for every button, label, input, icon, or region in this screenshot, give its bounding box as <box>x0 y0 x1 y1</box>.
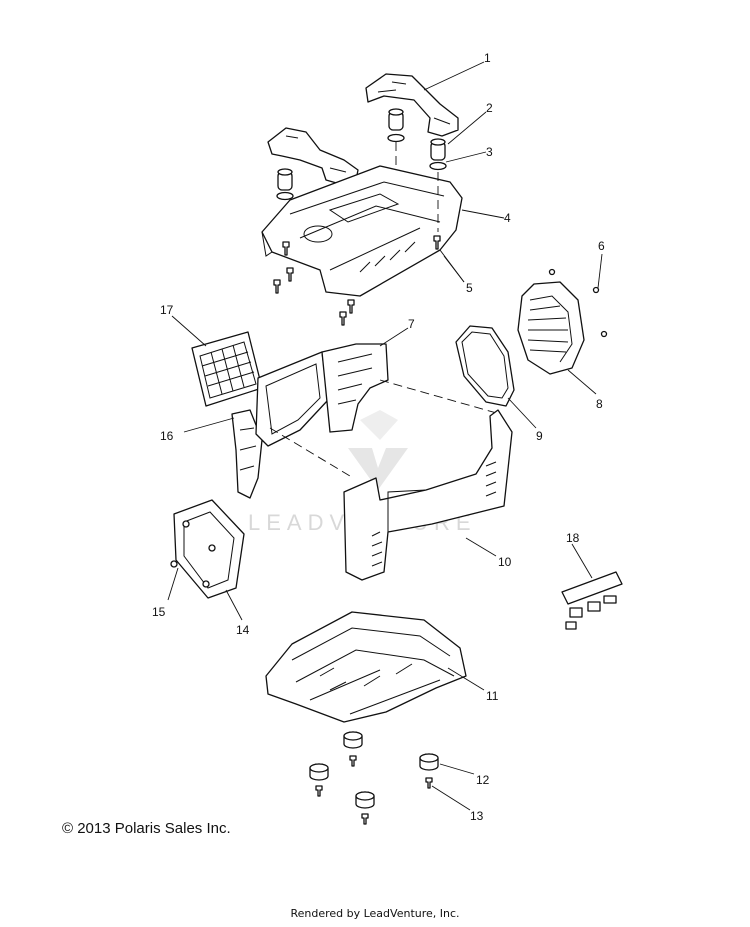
part-8-callout: 8 <box>596 397 603 411</box>
bolt-part-13 <box>315 755 433 825</box>
gasket-part-9 <box>455 325 515 407</box>
rubber-foot-part-12 <box>309 731 439 809</box>
part-2-callout: 2 <box>486 101 493 115</box>
part-4-callout: 4 <box>504 211 511 225</box>
side-panel-part-16 <box>231 351 329 499</box>
grab-handle-part-1 <box>267 73 459 185</box>
part-13-callout: 13 <box>470 809 484 823</box>
screw-part-5 <box>273 235 441 326</box>
callout-labels: 1 2 3 4 5 6 7 8 9 10 11 12 13 14 15 16 1… <box>152 51 605 823</box>
part-14-callout: 14 <box>236 623 250 637</box>
part-9-callout: 9 <box>536 429 543 443</box>
part-3-callout: 3 <box>486 145 493 159</box>
decal-set-part-18 <box>561 571 623 630</box>
spacer-part-2 <box>277 108 446 191</box>
top-cover-part-4 <box>261 165 463 297</box>
part-11-callout: 11 <box>486 689 499 703</box>
part-1-callout: 1 <box>484 51 491 65</box>
part-18-callout: 18 <box>566 531 580 545</box>
base-tray-part-11 <box>265 611 467 723</box>
vent-cover-part-8 <box>517 281 585 375</box>
part-10-callout: 10 <box>498 555 512 569</box>
main-shell-part-10 <box>343 409 513 581</box>
leader-lines <box>167 61 603 811</box>
part-15-callout: 15 <box>152 605 166 619</box>
part-7-callout: 7 <box>408 317 415 331</box>
side-panel-part-7 <box>321 343 389 433</box>
screw-part-15 <box>170 520 216 588</box>
part-6-callout: 6 <box>598 239 605 253</box>
part-12-callout: 12 <box>476 773 490 787</box>
washer-part-3 <box>276 133 447 201</box>
rendered-by-footer: Rendered by LeadVenture, Inc. <box>290 907 460 920</box>
copyright-notice: © 2013 Polaris Sales Inc. <box>62 820 231 837</box>
part-5-callout: 5 <box>466 281 473 295</box>
part-17-callout: 17 <box>160 303 174 317</box>
part-16-callout: 16 <box>160 429 174 443</box>
